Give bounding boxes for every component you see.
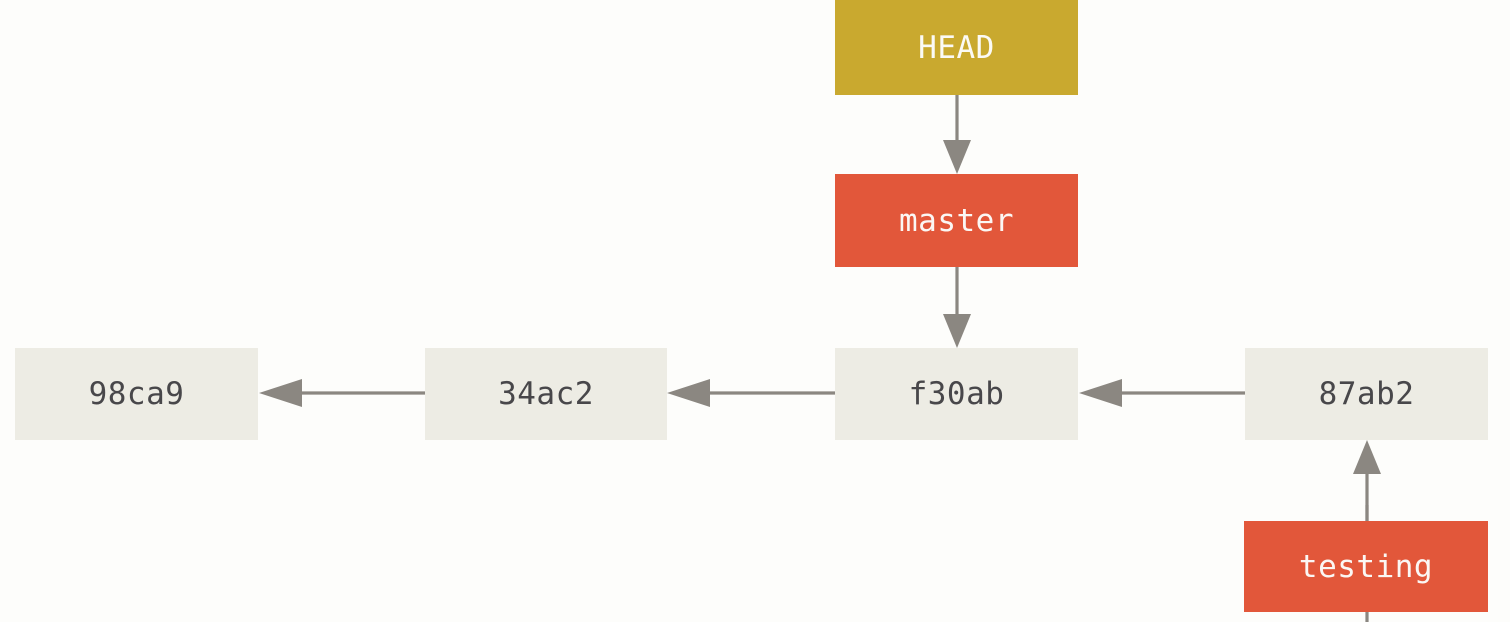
edge-master-to-f30ab — [943, 267, 971, 348]
edge-testing-to-87ab2 — [1353, 440, 1381, 521]
commit-node-f30ab[interactable]: f30ab — [835, 348, 1078, 440]
edge-34ac2-to-98ca9 — [259, 379, 425, 407]
commit-label: f30ab — [908, 376, 1005, 412]
edge-f30ab-to-34ac2 — [667, 379, 835, 407]
commit-node-34ac2[interactable]: 34ac2 — [425, 348, 667, 440]
edge-head-to-master — [943, 95, 971, 174]
branch-label: master — [899, 202, 1014, 239]
branch-node-master[interactable]: master — [835, 174, 1078, 267]
branch-label: testing — [1298, 548, 1434, 585]
head-pointer-label: HEAD — [918, 29, 995, 66]
head-pointer-node[interactable]: HEAD — [835, 0, 1078, 95]
commit-node-87ab2[interactable]: 87ab2 — [1245, 348, 1488, 440]
branch-node-testing[interactable]: testing — [1244, 521, 1488, 612]
commit-label: 34ac2 — [498, 376, 594, 412]
commit-label: 87ab2 — [1318, 376, 1415, 412]
edge-87ab2-to-f30ab — [1079, 379, 1245, 407]
commit-node-98ca9[interactable]: 98ca9 — [15, 348, 258, 440]
commit-label: 98ca9 — [88, 376, 185, 412]
